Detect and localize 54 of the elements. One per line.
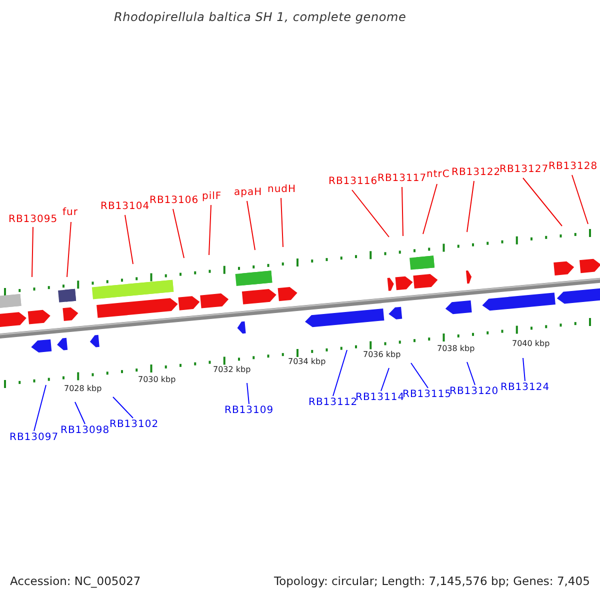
leader-line <box>466 180 474 232</box>
leader-line <box>112 396 134 418</box>
leader-line <box>522 178 562 226</box>
gene-label: RB13112 <box>308 398 358 408</box>
leader-line <box>522 358 526 382</box>
gene-label: RB13124 <box>500 383 550 393</box>
gene-label: RB13106 <box>150 196 199 206</box>
gene-label: RB13115 <box>402 390 452 400</box>
genome-summary-text: Topology: circular; Length: 7,145,576 bp; Genes: 7,405 <box>274 576 590 588</box>
scale-label: 7034 kbp <box>288 358 326 366</box>
gene-label: RB13098 <box>60 426 110 436</box>
leader-line <box>246 382 250 404</box>
leader-line <box>280 198 284 248</box>
gene-label: RB13120 <box>450 387 499 397</box>
gene-label: RB13128 <box>548 162 598 172</box>
gene-label: RB13127 <box>500 165 549 175</box>
title: Rhodopirellula baltica SH 1, complete genome <box>114 11 406 23</box>
gene-label: nudH <box>268 185 296 195</box>
gene-label: apaH <box>234 188 262 198</box>
leader-line <box>332 350 348 396</box>
leader-line <box>66 222 72 278</box>
scale-label: 7028 kbp <box>64 385 102 393</box>
gene-label: RB13097 <box>10 433 59 443</box>
scale-label: 7040 kbp <box>512 340 550 348</box>
leader-line <box>466 362 476 386</box>
leader-line <box>402 186 404 236</box>
scale-label: 7032 kbp <box>213 366 251 374</box>
leader-line <box>74 402 86 424</box>
leader-line <box>208 204 212 256</box>
leader-line <box>422 184 438 234</box>
leader-line <box>380 368 390 392</box>
leader-line <box>34 384 46 432</box>
gene-label: RB13116 <box>328 177 378 187</box>
scale-label: 7036 kbp <box>363 351 401 359</box>
leader-line <box>572 174 588 224</box>
gene-label: RB13109 <box>224 406 274 416</box>
leader-line <box>246 200 256 250</box>
gene-label: RB13104 <box>100 202 150 212</box>
accession-text: Accession: NC_005027 <box>10 576 141 588</box>
leader-line <box>32 226 34 278</box>
scale-label: 7038 kbp <box>437 345 475 353</box>
gene-label: pilF <box>202 192 222 202</box>
scale-label: 7030 kbp <box>138 376 176 384</box>
gene-label: RB13122 <box>452 168 501 178</box>
leader-line <box>410 362 428 388</box>
gene-label: RB13095 <box>8 215 58 225</box>
gene-label: ntrC <box>426 170 450 180</box>
gene-label: RB13102 <box>110 420 159 430</box>
gene-label: RB13117 <box>378 174 427 184</box>
leader-line <box>352 190 390 238</box>
leader-line <box>124 214 134 264</box>
gene-label: RB13114 <box>356 393 405 403</box>
gene-label: fur <box>62 208 78 218</box>
leader-line <box>172 208 184 258</box>
